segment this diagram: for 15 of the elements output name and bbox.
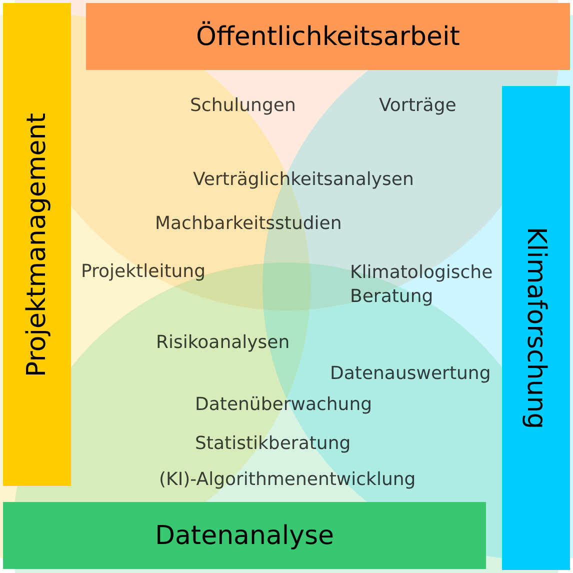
category-title: Projektmanagement xyxy=(22,112,52,376)
topic-label: Datenauswertung xyxy=(330,362,491,386)
topic-label: (KI)-Algorithmenentwicklung xyxy=(159,468,416,492)
topic-label: Statistikberatung xyxy=(195,432,351,456)
category-title: Klimaforschung xyxy=(521,226,551,430)
topic-label: Verträglichkeitsanalysen xyxy=(193,168,414,192)
topic-label: Vorträge xyxy=(379,94,456,118)
topic-label: Projektleitung xyxy=(81,260,206,284)
topic-label: Klimatologische Beratung xyxy=(350,261,494,309)
topic-label: Machbarkeitsstudien xyxy=(155,212,342,236)
topic-label: Schulungen xyxy=(190,94,296,118)
topic-label: Datenüberwachung xyxy=(195,393,372,417)
topic-label: Risikoanalysen xyxy=(156,331,290,355)
category-title: Datenanalyse xyxy=(154,520,334,550)
category-title: Öffentlichkeitsarbeit xyxy=(196,22,460,52)
